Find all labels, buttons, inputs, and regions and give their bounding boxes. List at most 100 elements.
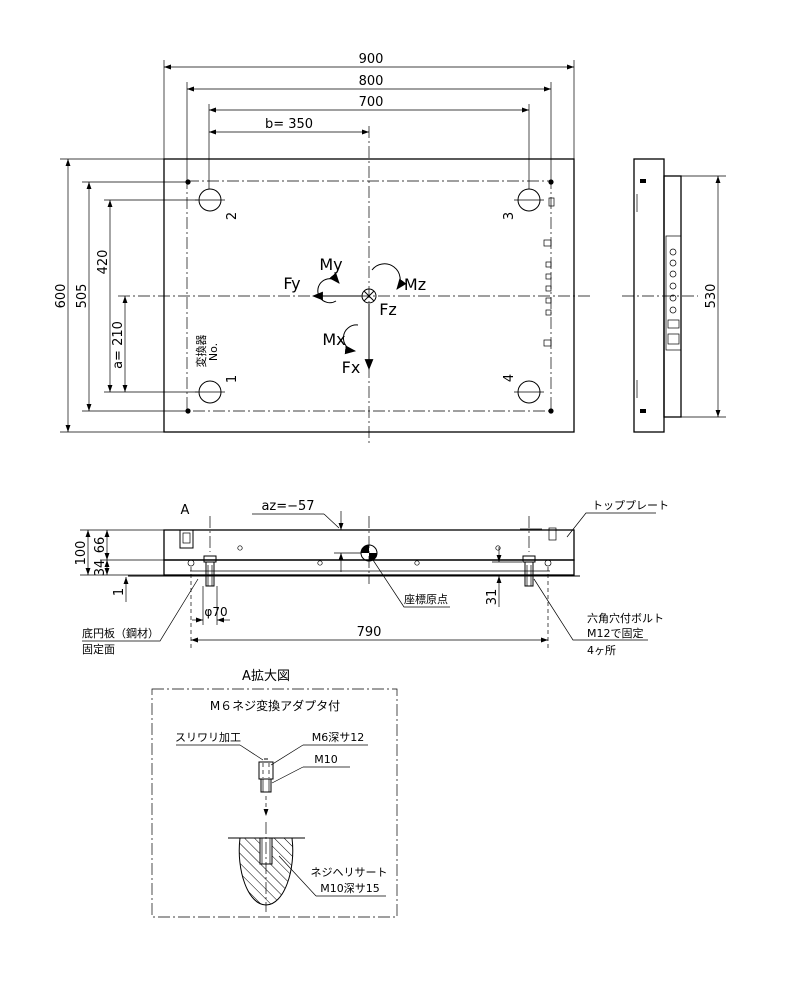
side-bolt-mark: [640, 179, 646, 183]
connector-a-label: A: [181, 503, 190, 518]
edge-feature: [545, 297, 552, 304]
label-bolt-type: 六角穴付ボルト: [587, 611, 664, 625]
screw-mark: [317, 560, 323, 566]
connector-socket: [669, 294, 677, 302]
az-leader: [323, 513, 340, 529]
label-fixing-surface: 固定面: [82, 642, 115, 656]
connector-socket: [669, 248, 677, 256]
edge-feature: [548, 197, 555, 207]
dim-hole-pitch-y: 420: [96, 250, 111, 275]
az-offset-label: az=−57: [261, 499, 314, 514]
bolt-head: [203, 555, 217, 563]
z-axis-symbol: [361, 288, 377, 304]
label-fx: Fx: [342, 358, 361, 377]
label-top-plate: トッププレート: [592, 499, 669, 512]
transducer-label: 変換器: [194, 335, 208, 368]
side-top-plate: [633, 158, 665, 433]
m6-leader: [270, 744, 304, 766]
edge-feature: [545, 309, 552, 316]
corner-bolt: [548, 179, 554, 185]
mz-moment-arrow: [371, 263, 407, 290]
connector-block: [667, 333, 680, 345]
edge-notch: [543, 239, 552, 247]
bolt-shank: [205, 561, 215, 587]
connector-socket: [669, 282, 677, 290]
label-thread-m6: M6深サ12: [312, 731, 365, 744]
adapter-thread: [260, 778, 272, 793]
transducer-number-label: No.: [207, 343, 220, 361]
label-bolt-count: 4ヶ所: [587, 644, 616, 657]
bolt-shank: [524, 561, 534, 587]
label-fy: Fy: [283, 274, 300, 293]
leader-top-plate: [566, 512, 656, 538]
origin-quadrant: [361, 545, 369, 553]
dim-half-pitch-x: b= 350: [265, 117, 313, 132]
connector-edge-features: [543, 197, 555, 347]
label-coordinate-origin: 座標原点: [404, 592, 448, 606]
bolt-head: [522, 555, 536, 563]
adapter-body: [258, 761, 274, 780]
label-bolt-size: M12で固定: [587, 626, 644, 640]
label-mz: Mz: [404, 275, 426, 294]
screw-mark: [544, 559, 552, 567]
edge-feature: [545, 285, 552, 292]
dim-gap: 1: [112, 588, 127, 596]
origin-quadrant: [369, 553, 377, 561]
leader-coordinate-origin: [372, 559, 450, 608]
hole-number-1: 1: [225, 375, 240, 383]
dim-base: 530: [704, 284, 719, 309]
coordinate-axes: Fy Fx Fz My Mz Mx: [283, 255, 426, 377]
my-moment-arrow: [317, 272, 340, 304]
screw-mark: [187, 559, 195, 567]
dim-half-pitch-y: a= 210: [111, 321, 126, 369]
top-view: 900 800 700 b= 350 600 505 420 a= 210 2 …: [54, 52, 590, 446]
label-base-plate: 底円板（鋼材）: [82, 626, 159, 640]
dim-height-total: 100: [74, 541, 89, 566]
right-edge-connector: [548, 527, 557, 541]
detail-a-subtitle: M６ネジ変換アダプタ付: [210, 698, 340, 713]
connector-panel: [665, 235, 682, 351]
label-slot: スリワリ加工: [175, 731, 241, 744]
detail-a-title: A拡大図: [242, 669, 290, 684]
edge-notch: [543, 339, 552, 347]
dim-bolt-pitch-x: 800: [359, 74, 384, 89]
label-mx: Mx: [322, 330, 345, 349]
label-fz: Fz: [379, 300, 397, 319]
label-thread-m10: M10: [314, 753, 338, 766]
screw-mark: [414, 560, 420, 566]
connector-socket: [669, 306, 677, 314]
connector-a: [179, 529, 194, 549]
label-insert-depth: M10深サ15: [320, 882, 380, 895]
connector-socket: [669, 259, 677, 267]
dim-height-top: 66: [93, 537, 108, 554]
mx-moment-arrow: [342, 324, 359, 355]
side-bolt-mark: [640, 409, 646, 413]
corner-bolt: [548, 408, 554, 414]
dim-height-base: 34: [93, 560, 108, 577]
dim-bolt-pitch-y: 505: [75, 284, 90, 309]
slot-leader: [239, 744, 264, 761]
dim-bolt-span: 790: [357, 625, 382, 640]
corner-bolt: [185, 408, 191, 414]
dim-bolt-depth: 31: [485, 589, 500, 606]
side-view: 530: [622, 158, 726, 433]
hole-number-2: 2: [225, 212, 240, 220]
left-dimensions: 600 505 420 a= 210: [54, 158, 198, 433]
connector-a-inner: [182, 532, 191, 544]
connector-block: [667, 319, 680, 329]
label-my: My: [319, 255, 342, 274]
leader-base-plate: [82, 578, 199, 642]
hole-number-3: 3: [502, 212, 517, 220]
top-dimensions: 900 800 700 b= 350: [163, 52, 575, 189]
front-view: A az=−57 100 66 34 1 31: [74, 499, 669, 657]
leader-bolt: [533, 578, 648, 641]
dim-hole-pitch-x: 700: [359, 95, 384, 110]
m10-leader: [271, 766, 304, 784]
side-base-plate: [663, 175, 682, 418]
label-insert: ネジヘリサート: [311, 866, 388, 879]
screw-mark: [237, 545, 243, 551]
hole-number-4: 4: [502, 374, 517, 382]
edge-feature: [545, 261, 552, 268]
detail-a: A拡大図 M６ネジ変換アダプタ付 スリワリ加工 M6深サ12 M10 ネジヘリサ…: [151, 669, 398, 918]
